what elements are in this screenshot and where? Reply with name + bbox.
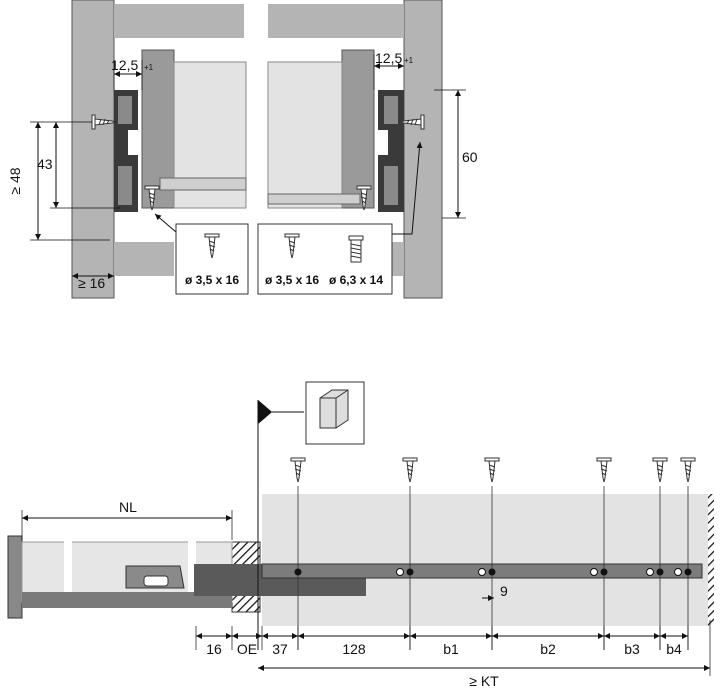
mounting-hole <box>656 568 664 576</box>
width-dim-left: 12,5 <box>111 57 138 73</box>
screw-icon <box>402 457 418 483</box>
dimension-label: 128 <box>342 641 366 657</box>
slot-hole <box>478 568 486 576</box>
screw-label-right-0: ø 3,5 x 16 <box>265 273 319 287</box>
height-dim-inner: 43 <box>37 156 53 172</box>
back-wall <box>708 494 714 626</box>
cabinet-side-panel-right <box>403 0 443 299</box>
euro-screw-icon-callout-right <box>348 235 364 263</box>
mounting-hole <box>600 568 608 576</box>
screw-icon <box>680 457 696 483</box>
cabinet-cube-icon <box>319 389 349 429</box>
height-dim-outer: ≥ 48 <box>7 167 23 194</box>
cabinet-depth-label: ≥ KT <box>469 673 499 688</box>
slot-hole <box>396 568 404 576</box>
drawer-bottom-left <box>159 177 247 191</box>
bottom-panel-right <box>392 242 404 276</box>
screw-icon <box>652 457 668 483</box>
dimension-label: 16 <box>206 641 222 657</box>
dimension-label: OE <box>237 641 257 657</box>
mounting-hole <box>294 568 302 576</box>
side-thickness-dim: ≥ 16 <box>78 275 105 291</box>
screw-label-right-1: ø 6,3 x 14 <box>329 273 383 287</box>
slot-hole <box>590 568 598 576</box>
top-right-section: 12,5 +1 60 ø 3,5 x 16 ø 6,3 x 14 <box>257 0 478 299</box>
drawer-bottom-right <box>267 193 361 205</box>
screw-label-left-0: ø 3,5 x 16 <box>185 273 239 287</box>
dimension-label: b3 <box>624 641 640 657</box>
dimension-label: b1 <box>443 641 459 657</box>
top-left-section: 12,5 +1 ≥ 48 43 ≥ 16 ø 3,5 x 16 <box>7 0 249 299</box>
screw-icon <box>484 457 500 483</box>
mounting-hole <box>684 568 692 576</box>
hole-offset-label: 9 <box>500 583 508 599</box>
screw-icon <box>290 457 306 483</box>
screw-icon <box>596 457 612 483</box>
slot-hole <box>646 568 654 576</box>
drawer-front <box>7 535 23 619</box>
dimension-label: 37 <box>272 641 288 657</box>
cabinet-side-panel-left <box>71 0 115 299</box>
drawer-bottom-rail <box>22 592 232 608</box>
cabinet-side-area <box>262 494 708 626</box>
mounting-hole <box>488 568 496 576</box>
side-view <box>7 381 714 650</box>
screw-callout-box-right <box>257 223 393 295</box>
nominal-length-label: NL <box>119 499 137 515</box>
top-panel-left <box>114 4 244 38</box>
mounting-hole <box>406 568 414 576</box>
dimension-label: b4 <box>666 641 682 657</box>
tolerance-left: +1 <box>144 63 154 72</box>
width-dim-right: 12,5 <box>375 50 402 66</box>
bottom-panel-left <box>114 242 174 276</box>
slot-hole <box>674 568 682 576</box>
top-panel-right <box>268 4 404 38</box>
height-dim-right: 60 <box>462 149 478 165</box>
tolerance-right: +1 <box>404 56 414 65</box>
dimension-label: b2 <box>540 641 556 657</box>
drawer-body-right <box>267 61 343 209</box>
drawer-side-right <box>341 49 375 209</box>
